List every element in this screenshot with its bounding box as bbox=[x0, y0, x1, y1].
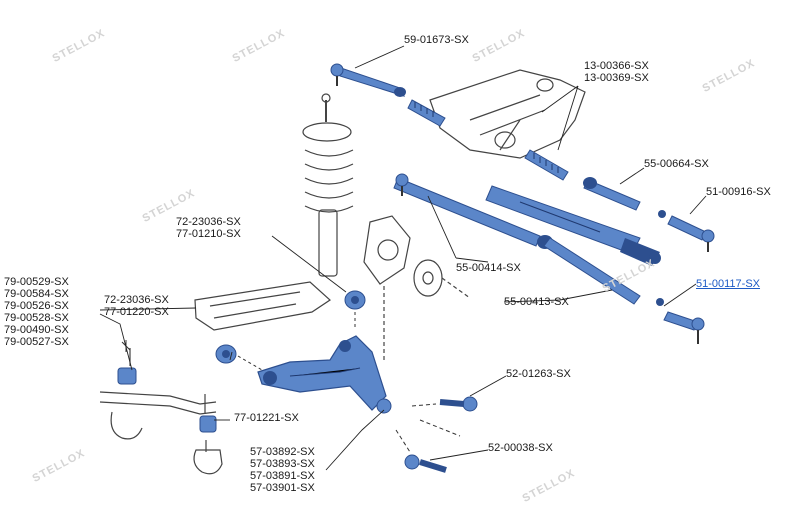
stabilizer-bar bbox=[99, 348, 223, 475]
label-outer-end-highlight[interactable]: 51-00117-SX bbox=[696, 278, 761, 290]
control-arm-part bbox=[257, 335, 392, 414]
steering-knuckle-hub bbox=[363, 215, 471, 360]
label-ball-joint-lower: 52-00038-SX bbox=[488, 442, 553, 454]
label-bush-upper-2: 77-01210-SX bbox=[176, 228, 241, 240]
bush-lower-part bbox=[215, 344, 263, 371]
strut-spring bbox=[302, 93, 354, 277]
rack-boot-part bbox=[407, 99, 569, 181]
label-rack-boot: 13-00366-SX 13-00369-SX bbox=[584, 60, 649, 84]
label-inner-rod: 55-00664-SX bbox=[644, 158, 709, 170]
stab-bush-part bbox=[117, 340, 217, 433]
label-control-arm-2: 57-03893-SX bbox=[250, 458, 315, 470]
label-bush-lower-1: 72-23036-SX bbox=[104, 294, 169, 306]
label-stab-bush-2: 79-00584-SX bbox=[4, 288, 69, 300]
label-link-lower: 55-00413-SX bbox=[504, 296, 569, 308]
subframe bbox=[194, 281, 331, 331]
tie-rod-end-top-part bbox=[330, 63, 406, 97]
label-bush-small: 77-01221-SX bbox=[234, 412, 299, 424]
label-bush-lower-2: 77-01220-SX bbox=[104, 306, 169, 318]
inner-rod-part bbox=[583, 177, 666, 218]
label-control-arm-3: 57-03891-SX bbox=[250, 470, 315, 482]
label-tie-rod-end-top: 59-01673-SX bbox=[404, 34, 469, 46]
outer-tie-rod-end-highlight-part bbox=[663, 311, 705, 344]
label-stab-bush-3: 79-00526-SX bbox=[4, 300, 69, 312]
bush-upper-part bbox=[344, 290, 366, 330]
leader-lines bbox=[99, 45, 707, 471]
steering-link-upper-part bbox=[393, 173, 553, 249]
label-bush-lower: 72-23036-SX 77-01220-SX bbox=[104, 294, 169, 318]
label-ball-joint-upper: 52-01263-SX bbox=[506, 368, 571, 380]
label-rack-boot-2: 13-00369-SX bbox=[584, 72, 649, 84]
label-outer-end-right: 51-00916-SX bbox=[706, 186, 771, 198]
label-control-arm: 57-03892-SX 57-03893-SX 57-03891-SX 57-0… bbox=[250, 446, 315, 494]
label-bush-upper-1: 72-23036-SX bbox=[176, 216, 241, 228]
ball-joint-upper-part bbox=[411, 396, 478, 412]
steering-link-lower-part bbox=[543, 237, 664, 306]
outer-tie-rod-end-right-part bbox=[667, 215, 715, 252]
label-stab-bush-1: 79-00529-SX bbox=[4, 276, 69, 288]
label-stab-bush-5: 79-00490-SX bbox=[4, 324, 69, 336]
steering-rack-housing bbox=[429, 69, 586, 159]
label-control-arm-1: 57-03892-SX bbox=[250, 446, 315, 458]
label-rack-boot-1: 13-00366-SX bbox=[584, 60, 649, 72]
label-stab-bushes: 79-00529-SX 79-00584-SX 79-00526-SX 79-0… bbox=[4, 276, 69, 348]
ball-joint-lower-part bbox=[395, 419, 461, 473]
label-control-arm-4: 57-03901-SX bbox=[250, 482, 315, 494]
label-stab-bush-6: 79-00527-SX bbox=[4, 336, 69, 348]
label-stab-bush-4: 79-00528-SX bbox=[4, 312, 69, 324]
steering-tube-part bbox=[485, 185, 661, 266]
label-link-upper: 55-00414-SX bbox=[456, 262, 521, 274]
label-bush-upper: 72-23036-SX 77-01210-SX bbox=[176, 216, 241, 240]
